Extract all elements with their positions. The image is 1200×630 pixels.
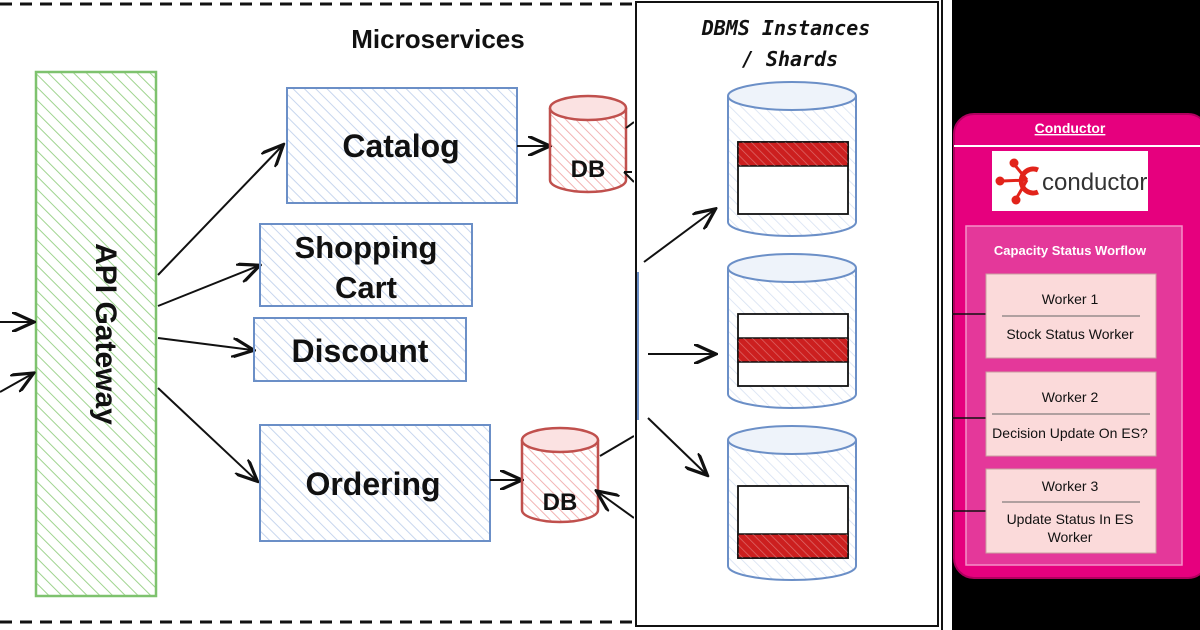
conductor-logo-text: conductor bbox=[1042, 169, 1147, 196]
conductor-logo: conductor bbox=[992, 151, 1148, 211]
arrow-to-shard-3 bbox=[647, 417, 706, 474]
shard-top-2 bbox=[727, 253, 857, 283]
service-ordering: Ordering bbox=[259, 424, 491, 542]
shard-top-1 bbox=[727, 81, 857, 111]
dbms-title-line1: DBMS Instances bbox=[701, 16, 871, 40]
conductor-panel: Conductor conductor Capacity Status Worf… bbox=[952, 0, 1200, 630]
worker-1-desc: Stock Status Worker bbox=[1006, 326, 1134, 342]
worker-3-title: Worker 3 bbox=[1042, 478, 1099, 494]
microservices-diagram: Microservices API Gateway Catalog Shoppi… bbox=[0, 2, 634, 624]
worker-2-desc: Decision Update On ES? bbox=[992, 425, 1148, 441]
catalog-db-cylinder: DB bbox=[548, 94, 628, 194]
shard-highlight-hatch-2 bbox=[738, 338, 848, 362]
service-shopping-cart-line2: Cart bbox=[335, 270, 397, 305]
ordering-db-in-arrow bbox=[598, 492, 634, 519]
shards-group bbox=[727, 81, 857, 581]
worker-1-card: Worker 1 Stock Status Worker bbox=[985, 273, 1157, 359]
shard-top-3 bbox=[727, 425, 857, 455]
arrow-to-ordering bbox=[157, 387, 256, 480]
shard-cylinder-1 bbox=[727, 81, 857, 237]
service-ordering-label: Ordering bbox=[305, 466, 440, 502]
api-gateway-label: API Gateway bbox=[89, 243, 122, 425]
microservices-title: Microservices bbox=[351, 24, 524, 54]
dbms-border bbox=[635, 1, 939, 627]
service-discount: Discount bbox=[253, 317, 467, 382]
ordering-db-cylinder: DB bbox=[520, 426, 600, 524]
conductor-logo-icon bbox=[995, 158, 1039, 205]
worker-3-card: Worker 3 Update Status In ES Worker bbox=[985, 468, 1157, 554]
ordering-db-label: DB bbox=[543, 489, 578, 516]
worker-1-title: Worker 1 bbox=[1042, 291, 1099, 307]
dbms-panel: DBMS Instances / Shards bbox=[634, 0, 952, 630]
worker-3-desc-line1: Update Status In ES bbox=[1007, 511, 1134, 527]
service-catalog: Catalog bbox=[286, 87, 518, 204]
conductor-title: Conductor bbox=[1035, 120, 1106, 136]
incoming-arrow-2 bbox=[0, 374, 32, 393]
arrow-to-catalog bbox=[157, 146, 282, 276]
catalog-db-out-arrow bbox=[625, 121, 634, 129]
shard-highlight-hatch-1 bbox=[738, 142, 848, 166]
shard-highlight-hatch-3 bbox=[738, 534, 848, 558]
shard-cylinder-3 bbox=[727, 425, 857, 581]
worker-3-desc-line2: Worker bbox=[1048, 529, 1093, 545]
arrow-to-shard-1 bbox=[643, 210, 714, 263]
worker-2-card: Worker 2 Decision Update On ES? bbox=[985, 371, 1157, 457]
api-gateway: API Gateway bbox=[34, 70, 158, 598]
shard-cylinder-2 bbox=[727, 253, 857, 409]
service-discount-label: Discount bbox=[292, 333, 429, 369]
service-shopping-cart-line1: Shopping bbox=[295, 230, 438, 265]
workflow-title: Capacity Status Worflow bbox=[994, 243, 1147, 258]
catalog-db-in-arrow bbox=[623, 171, 634, 183]
microservices-panel: Microservices API Gateway Catalog Shoppi… bbox=[0, 2, 634, 624]
catalog-db-label: DB bbox=[571, 156, 606, 183]
dbms-title-line2: / Shards bbox=[742, 47, 838, 71]
ordering-db-out-arrow bbox=[599, 435, 634, 457]
conductor-diagram: Conductor conductor Capacity Status Worf… bbox=[952, 113, 1200, 579]
arrow-to-shopping-cart bbox=[157, 266, 258, 307]
dbms-diagram: DBMS Instances / Shards bbox=[635, 0, 943, 630]
service-catalog-label: Catalog bbox=[342, 128, 459, 164]
service-shopping-cart: Shopping Cart bbox=[259, 223, 473, 307]
worker-2-title: Worker 2 bbox=[1042, 389, 1099, 405]
arrow-to-discount bbox=[157, 337, 252, 350]
